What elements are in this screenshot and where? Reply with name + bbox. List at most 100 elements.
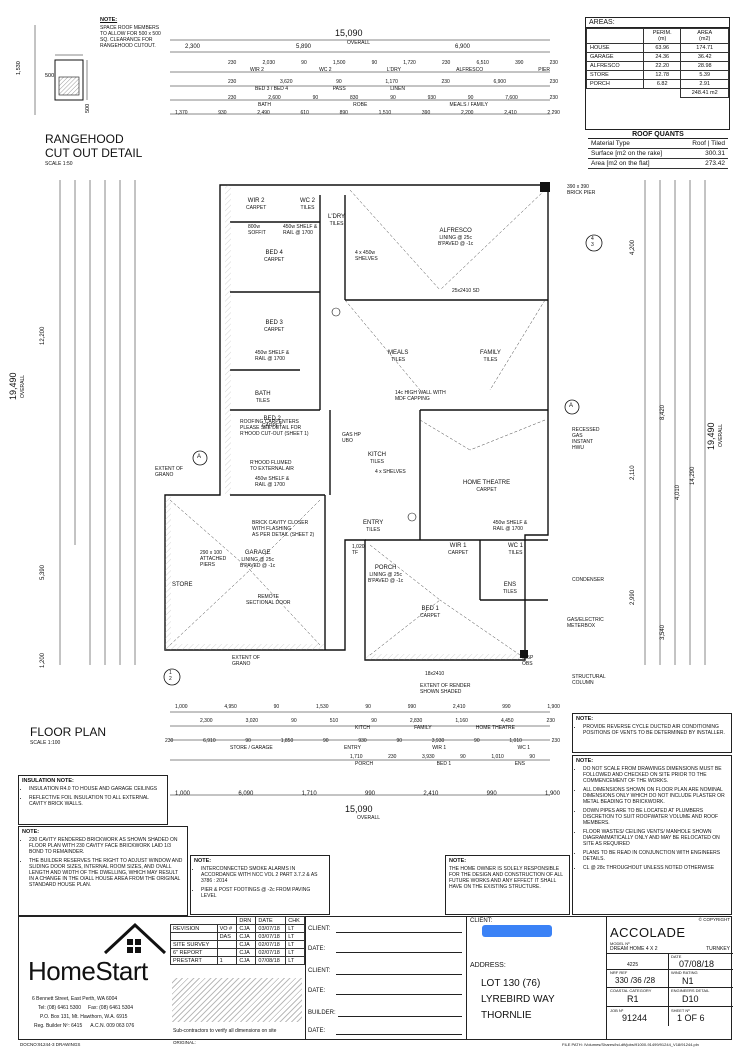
dim: 230 [441,60,451,66]
room-finish: LINING @ 25c B'PAVED @ -1c [438,235,474,248]
company-address: 6 Bennett Street, East Perth, WA 6004 [32,996,118,1002]
dim: 90 [323,738,329,744]
dim: 1,010 [509,738,522,744]
svg-text:500: 500 [85,104,91,113]
annotation-porch-tf: 1,020 TF [352,544,365,556]
roof-quants-title: ROOF QUANTS [588,131,728,139]
bottom-dim-row4: 1,710 230 3,930 90 1,010 90 [350,754,535,760]
sheet-value: 1 OF 6 [677,1013,705,1023]
date-label: DATE [671,954,682,959]
dim-label: KITCH [355,725,370,731]
dim: 2,410 [452,704,466,710]
rev-header: DRN [236,916,257,925]
bottom-dim-row1: 1,000 4,950 90 1,530 90 990 2,410 990 1,… [175,704,560,710]
list-item: REFLECTIVE FOIL INSULATION TO ALL EXTERN… [29,795,164,807]
floor-plan [163,182,603,686]
insulation-note: INSULATION NOTE: INSULATION R4.0 TO HOUS… [18,775,168,825]
room-name: GARAGE [244,550,271,556]
dim: 990 [364,791,375,797]
turnkey-value: TURNKEY [706,946,730,952]
bottom-dimensions [170,711,550,796]
coastal-value: R1 [627,994,639,1004]
rev-cell: 03/07/18 [255,932,287,941]
rev-cell: 02/07/18 [255,940,287,949]
dim: 1,370 [175,110,188,116]
table-row: Surface [m2 on the rake]300.31 [588,148,728,159]
rev-cell: SITE SURVEY [170,940,218,949]
dim: 90 [312,95,319,101]
rev-header: VO # [216,924,238,933]
rev-cell: LT [285,924,305,933]
room-name: ENTRY [363,520,384,526]
top-dim-row4-labels: BATH ROBE MEALS / FAMILY [258,102,488,108]
address-line-3: THORNLIE [481,1010,532,1021]
bottom-dim-row3: 230 6,910 90 1,850 90 930 90 3,930 90 1,… [165,738,560,744]
rev-cell: 07/08/18 [255,956,287,965]
dim: 90 [396,738,402,744]
dim: 6,510 [476,60,489,66]
dim-label: LINEN [390,86,405,92]
dim: 90 [336,79,342,85]
annotation-brick-closer: BRICK CAVITY CLOSER WITH FLASHING AS PER… [252,520,315,538]
room-name: KITCH [368,452,386,458]
client-label: CLIENT: [470,918,493,924]
smoke-note-title: NOTE: [194,858,212,864]
project-info: © COPYRIGHT ACCOLADE MODEL Nº DREAM HOME… [606,916,733,1040]
dim: 1,160 [455,718,468,724]
client-redacted [482,925,552,937]
left-dimensions [59,180,136,665]
rev-cell: LT [285,940,305,949]
address-line-2: LYREBIRD WAY [481,994,555,1005]
list-item: DOWN PIPES ARE TO BE LOCATED AT PLUMBERS… [583,808,728,826]
dim: 1,010 [491,754,504,760]
room-finish: CARPET [262,423,283,430]
annotation-extent-grano: EXTENT OF GRANO [155,466,183,478]
dim: 90 [474,738,480,744]
roof-header-left: Material Type [588,139,682,149]
file-path: FILE PATH: /Volumes/Shares/hd-dft/jobs/9… [562,1042,699,1047]
dim-label: ALFRESCO [456,67,484,73]
dim: 90 [365,704,371,710]
dim: 2,830 [409,718,423,724]
floor-plan-title: FLOOR PLAN [30,725,107,739]
dim: 90 [390,95,396,101]
area-perim: 6.82 [642,79,682,89]
roof-label: Surface [m2 on the rake] [588,148,682,159]
room-name: STORE [172,582,193,588]
owner-note-text: THE HOME OWNER IS SOLELY RESPONSIBLE FOR… [449,866,563,890]
roof-label: Area [m2 on the flat] [588,158,682,169]
annotation-high-wall: 14c HIGH WALL WITH MDF CAPPING [395,390,446,402]
rev-header: REVISION [170,924,218,933]
insulation-note-title: INSULATION NOTE: [22,778,74,784]
room-name: BED 2 [263,416,281,422]
job-value: 91244 [622,1013,648,1023]
dim: 3,930 [431,738,445,744]
dim: 2,600 [268,95,281,101]
list-item: PIER & POST FOOTINGS @ -2c FROM PAVING L… [201,887,326,899]
rangehood-note: NOTE: SPACE ROOF MEMBERS TO ALLOW FOR 50… [100,17,162,82]
list-item: PROVIDE REVERSE CYCLE DUCTED AIR CONDITI… [583,724,728,736]
dim-label: HOME THEATRE [475,725,515,731]
subcontractors-note: Sub-contractors to verify all dimensions… [173,1028,277,1034]
rev-cell: CJA [236,924,257,933]
dim: 90 [371,60,378,66]
dim-label: WC 1 [517,745,530,751]
annotation-bed4-shelf: 450w SHELF & RAIL @ 1700 [283,224,318,236]
company-doc: DOCNO:91244-3 DRAWINGS [20,1042,81,1047]
signoff-block: CLIENT: DATE: CLIENT: DATE: BUILDER: DAT… [305,916,467,1040]
table-row: SITE SURVEY CJA 02/07/18 LT [170,940,305,949]
dim-label: PASS [332,86,346,92]
room-name: BED 3 [265,320,283,326]
dim: 6,910 [203,738,216,744]
rev-cell: CJA [236,940,257,949]
table-row: Area [m2 on the flat]273.42 [588,158,728,169]
room-finish: LINING @ 25c B'PAVED @ -1c [240,557,276,570]
dim: 1,720 [403,60,416,66]
dim: 230 [165,738,174,744]
rev-cell: LT [285,948,305,957]
annotation-attached-piers: 290 x 100 ATTACHED PIERS [200,550,227,568]
dim: 930 [427,95,436,101]
signoff-date-2: DATE: [308,988,326,994]
dim-label: BED 1 [436,761,452,767]
